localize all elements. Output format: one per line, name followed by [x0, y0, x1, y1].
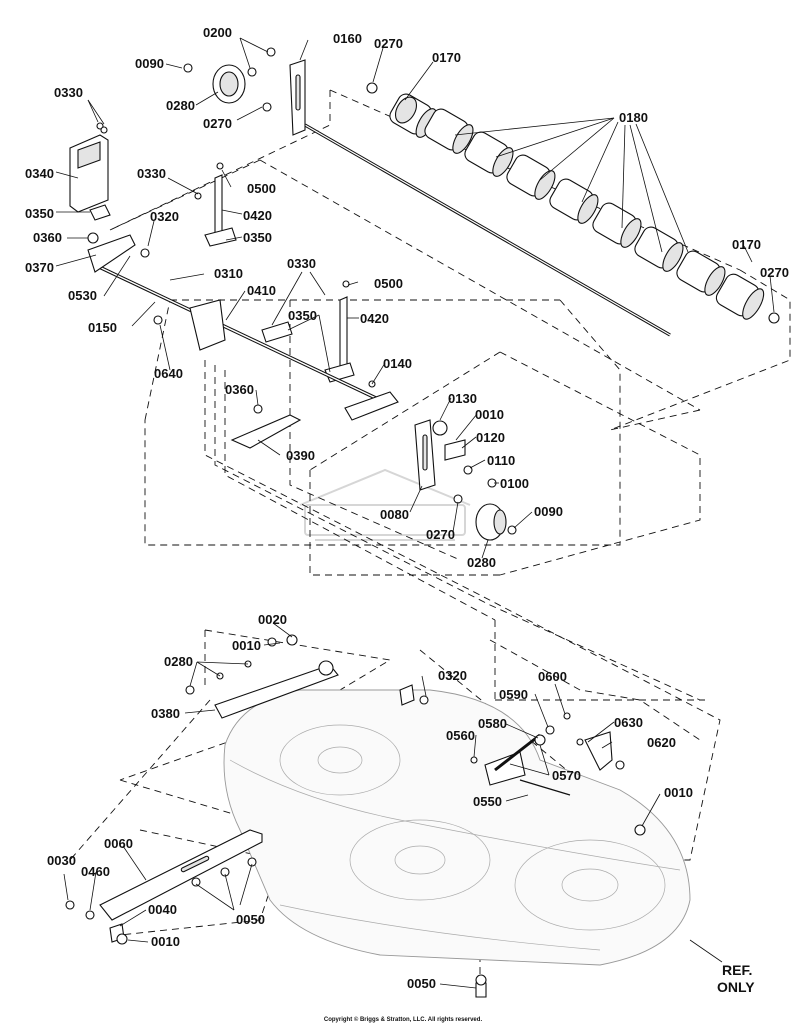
label-0010-a: 0010 [475, 407, 504, 422]
label-0340: 0340 [25, 166, 54, 181]
lift-shaft [87, 232, 399, 421]
label-0200: 0200 [203, 25, 232, 40]
label-0320-a: 0320 [150, 209, 179, 224]
label-0140: 0140 [383, 356, 412, 371]
label-0170-a: 0170 [432, 50, 461, 65]
label-0280-b: 0280 [467, 555, 496, 570]
label-0010-b: 0010 [232, 638, 261, 653]
label-0100: 0100 [500, 476, 529, 491]
copyright-notice: Copyright © Briggs & Stratton, LLC. All … [324, 1016, 483, 1023]
label-0320-b: 0320 [438, 668, 467, 683]
label-0530: 0530 [68, 288, 97, 303]
label-0330-c: 0330 [287, 256, 316, 271]
label-0270-b: 0270 [203, 116, 232, 131]
label-0420-a: 0420 [243, 208, 272, 223]
label-0460: 0460 [81, 864, 110, 879]
label-0010-c: 0010 [664, 785, 693, 800]
roller-bracket-lower [368, 380, 517, 541]
label-0380: 0380 [151, 706, 180, 721]
label-0170-b: 0170 [732, 237, 761, 252]
label-0270-a: 0270 [374, 36, 403, 51]
label-0180: 0180 [619, 110, 648, 125]
label-0310: 0310 [214, 266, 243, 281]
label-0500-a: 0500 [247, 181, 276, 196]
label-0420-b: 0420 [360, 311, 389, 326]
label-0050-a: 0050 [236, 912, 265, 927]
label-0390: 0390 [286, 448, 315, 463]
label-0350-c: 0350 [288, 308, 317, 323]
front-link [65, 829, 487, 998]
label-0050-b: 0050 [407, 976, 436, 991]
label-0280-a: 0280 [166, 98, 195, 113]
label-0280-c: 0280 [164, 654, 193, 669]
label-0360-a: 0360 [33, 230, 62, 245]
label-0560: 0560 [446, 728, 475, 743]
ref-note-line2: ONLY [717, 979, 755, 995]
label-0110: 0110 [487, 453, 515, 468]
leader-lines [55, 37, 775, 989]
deck-housing [223, 689, 691, 966]
label-0130: 0130 [448, 391, 477, 406]
ref-note-line1: REF. [722, 962, 752, 978]
label-0640: 0640 [154, 366, 183, 381]
label-0570: 0570 [552, 768, 581, 783]
label-0060: 0060 [104, 836, 133, 851]
label-0350-a: 0350 [25, 206, 54, 221]
label-0020: 0020 [258, 612, 287, 627]
label-0090-b: 0090 [534, 504, 563, 519]
label-0580: 0580 [478, 716, 507, 731]
label-0270-d: 0270 [426, 527, 455, 542]
label-0270-c: 0270 [760, 265, 789, 280]
label-0150: 0150 [88, 320, 117, 335]
roller-segments [366, 82, 780, 324]
label-0360-b: 0360 [225, 382, 254, 397]
label-0080: 0080 [380, 507, 409, 522]
watermark [299, 468, 471, 541]
label-0620: 0620 [647, 735, 676, 750]
label-0040: 0040 [148, 902, 177, 917]
label-0330-a: 0330 [54, 85, 83, 100]
roller-shaft [304, 123, 671, 337]
label-0090-a: 0090 [135, 56, 164, 71]
label-0120: 0120 [476, 430, 505, 445]
left-bracket [69, 122, 111, 221]
label-0010-d: 0010 [151, 934, 180, 949]
label-0370: 0370 [25, 260, 54, 275]
label-0590: 0590 [499, 687, 528, 702]
label-0630: 0630 [614, 715, 643, 730]
label-0030: 0030 [47, 853, 76, 868]
label-0500-b: 0500 [374, 276, 403, 291]
label-0330-b: 0330 [137, 166, 166, 181]
label-0350-b: 0350 [243, 230, 272, 245]
label-0410: 0410 [247, 283, 276, 298]
roller-bracket-upper [183, 47, 306, 136]
label-0550: 0550 [473, 794, 502, 809]
label-0600: 0600 [538, 669, 567, 684]
callout-labels: 0200 0160 0270 0170 0090 0280 0270 0180 … [25, 25, 789, 1023]
label-0160: 0160 [333, 31, 362, 46]
deck-hardware [185, 634, 646, 836]
